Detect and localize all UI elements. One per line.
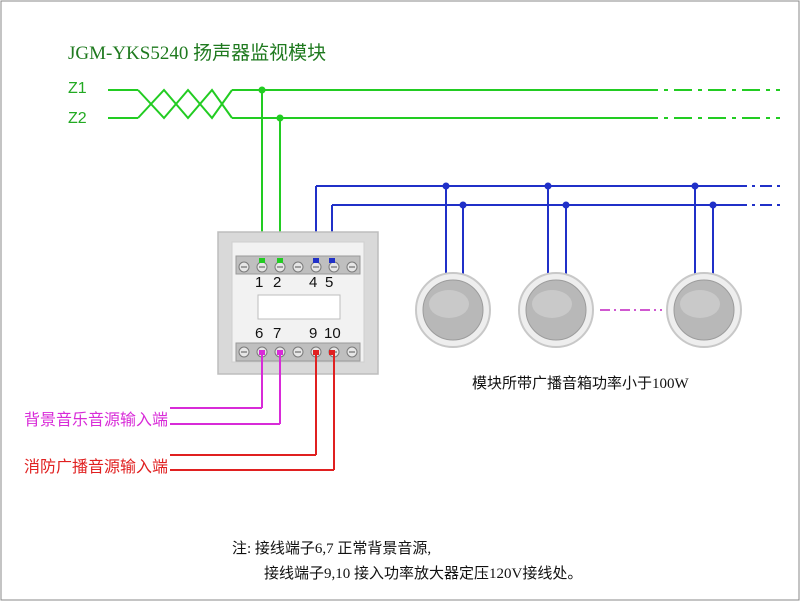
upper-terminal-screws — [238, 261, 358, 273]
speaker-3 — [666, 272, 742, 348]
ceiling-speakers — [415, 272, 742, 348]
background-input-wires — [170, 355, 281, 425]
speaker-2 — [518, 272, 594, 348]
terminal-label-9: 9 — [309, 325, 318, 342]
terminal-label-5: 5 — [325, 274, 334, 291]
terminal-markers — [259, 258, 335, 355]
speaker-1 — [415, 272, 491, 348]
label-slot — [257, 294, 341, 320]
speaker-power-caption: 模块所带广播音箱功率小于100W — [472, 376, 689, 392]
terminal-label-6: 6 — [255, 325, 264, 342]
terminal-label-4: 4 — [309, 274, 318, 291]
fire-broadcast-input-label: 消防广播音源输入端 — [24, 459, 169, 476]
terminal-label-2: 2 — [273, 274, 282, 291]
twist-a — [137, 88, 233, 120]
note-line-1: 注: 接线端子6,7 正常背景音源, — [232, 541, 432, 557]
zone-bus — [108, 88, 780, 262]
terminal-label-10: 10 — [324, 325, 341, 342]
zone-label-z1: Z1 — [68, 80, 87, 97]
background-music-input-label: 背景音乐音源输入端 — [24, 412, 169, 429]
terminal-label-1: 1 — [255, 274, 264, 291]
diagram-title: JGM-YKS5240 扬声器监视模块 — [68, 43, 327, 64]
z1-junction-dot — [258, 86, 266, 94]
speaker-bus-dots — [442, 182, 717, 209]
fire-input-wires — [170, 355, 335, 471]
zone-label-z2: Z2 — [68, 110, 87, 127]
speaker-bus — [315, 185, 780, 278]
note-line-2: 接线端子9,10 接入功率放大器定压120V接线处。 — [264, 566, 583, 582]
twist-b — [137, 88, 233, 120]
terminal-label-7: 7 — [273, 325, 282, 342]
z2-junction-dot — [276, 114, 284, 122]
